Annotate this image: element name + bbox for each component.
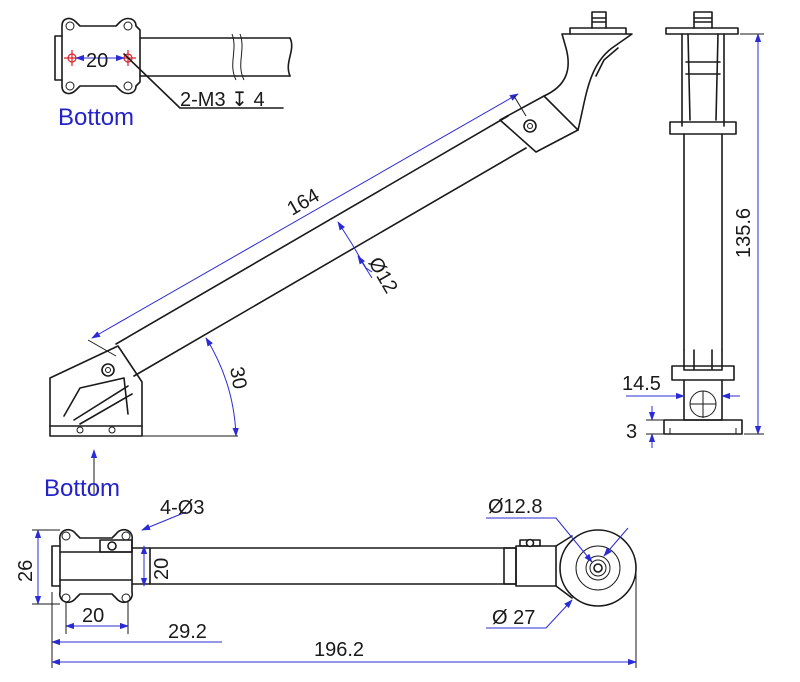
dim-tube-diameter: Ø12 <box>364 254 402 298</box>
dim-hole-pitch-top: 20 <box>86 50 108 72</box>
top-view: 4-Ø3 Ø12.8 Ø 27 26 20 20 29.2 196.2 <box>15 496 637 668</box>
dim-height: 135.6 <box>733 208 755 258</box>
front-view: 135.6 14.5 3 <box>622 11 764 448</box>
dim-length: 164 <box>284 185 324 221</box>
bottom-detail-view: 20 2-M3 ↧ 4 Bottom <box>54 17 293 131</box>
hole-center-mark <box>64 50 136 66</box>
dim-bore-diameter: Ø12.8 <box>488 496 542 518</box>
dim-thread: 2-M3 ↧ 4 <box>180 89 265 111</box>
dim-holes: 4-Ø3 <box>160 497 204 519</box>
view-label-bottom-side: Bottom <box>44 475 120 502</box>
dim-wheel-diameter: Ø 27 <box>492 607 535 629</box>
dim-offset: 29.2 <box>168 621 207 643</box>
view-label-bottom-top: Bottom <box>58 104 134 131</box>
side-view: 164 Ø12 30 Bottom <box>44 11 633 502</box>
dim-hole-pitch-bottom: 20 <box>82 605 104 627</box>
dim-clamp-height: 20 <box>151 558 173 580</box>
dim-angle: 30 <box>225 365 251 391</box>
dim-thickness: 3 <box>626 421 637 443</box>
dim-base-width: 26 <box>15 560 37 582</box>
dim-width: 14.5 <box>622 373 661 395</box>
dim-overall: 196.2 <box>314 639 364 661</box>
